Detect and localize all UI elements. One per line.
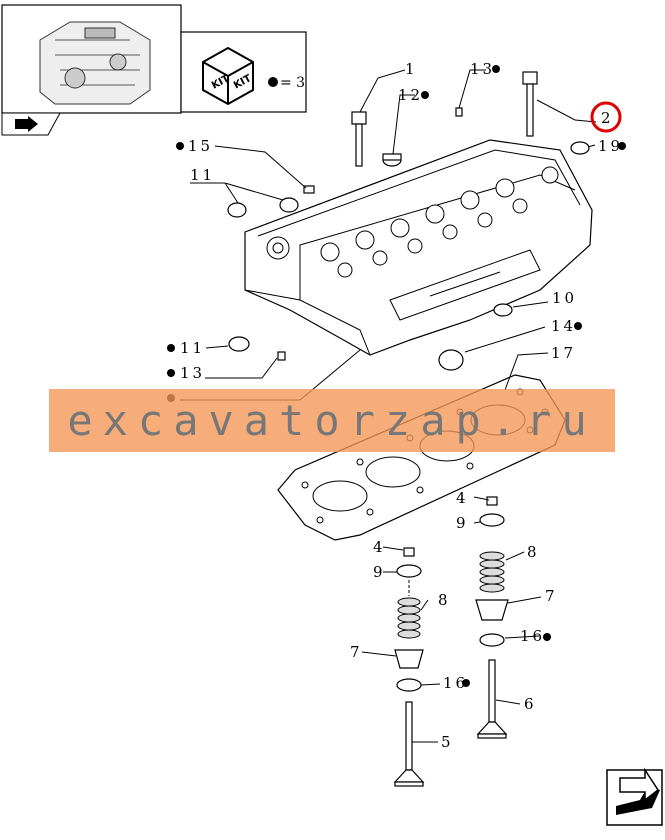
kit-bullet [268, 77, 278, 87]
kit-quantity: = 3 [280, 75, 305, 91]
callout-11-top: 11 [190, 166, 215, 184]
callout-8-left: 8 [438, 591, 451, 609]
callout-9-left: 9 [373, 563, 386, 581]
pin-13-top [455, 107, 463, 117]
navigation-arrow-icon [15, 116, 38, 132]
callout-5: 5 [441, 733, 454, 751]
cylinder-head [244, 139, 593, 356]
callout-16-right: 16 [520, 627, 545, 645]
seat-16-right [479, 633, 505, 647]
valve-6 [476, 659, 508, 739]
callout-6: 6 [524, 695, 537, 713]
valve-train-right [475, 496, 509, 739]
callout-dots [167, 65, 626, 687]
watermark-banner: excavatorzap.ru [49, 389, 615, 452]
callout-13-bottom: 13 [180, 364, 205, 382]
valve-spring-8-right [479, 551, 505, 593]
callout-16-left: 16 [443, 674, 468, 692]
next-page-button[interactable] [606, 767, 663, 826]
callout-8-right: 8 [527, 543, 540, 561]
engine-thumbnail-icon [39, 21, 151, 105]
callout-13-top: 13 [470, 60, 495, 78]
bushing-11-c [228, 336, 250, 352]
callout-11-bottom: 11 [180, 339, 205, 357]
seat-16-left [396, 678, 422, 692]
callout-17: 17 [551, 344, 576, 362]
callout-19: 19 [598, 137, 623, 155]
callout-15: 15 [188, 137, 213, 155]
callout-4-left: 4 [373, 538, 386, 556]
callout-2: 2 [601, 109, 614, 127]
valve-keeper-4-right [486, 496, 498, 506]
callout-10: 10 [552, 289, 577, 307]
highlight-circle-part-2 [590, 101, 622, 133]
callout-12: 12 [398, 86, 423, 104]
callout-9-right: 9 [456, 514, 469, 532]
ring-19 [570, 141, 590, 155]
callout-4-right: 4 [456, 489, 469, 507]
valve-5 [393, 701, 425, 787]
valve-spring-8-left [397, 597, 421, 639]
spring-retainer-9-left [396, 564, 422, 578]
spring-retainer-9-right [479, 513, 505, 527]
pin-15 [303, 185, 315, 194]
plug-14 [438, 349, 464, 371]
callout-7-left: 7 [350, 643, 363, 661]
valve-seal-7-left [394, 649, 424, 669]
watermark-text: excavatorzap.ru [67, 396, 597, 445]
callout-labels: 1 2 4 4 5 6 7 7 8 8 9 9 10 11 11 12 13 1… [180, 60, 623, 751]
callout-1: 1 [405, 60, 418, 78]
plug-12 [382, 153, 402, 167]
valve-keeper-4-left [403, 547, 415, 557]
head-bolt-1 [351, 111, 367, 167]
bushing-11-a [227, 202, 247, 218]
callout-14: 14 [551, 317, 576, 335]
engine-thumbnail[interactable] [1, 4, 182, 136]
valve-train-left [393, 547, 425, 787]
head-bolt-2 [522, 71, 538, 137]
valve-seal-7-right [475, 599, 509, 621]
next-page-arrow-icon [616, 767, 660, 815]
plug-10 [493, 303, 513, 317]
kit-box: KIT KIT = 3 [180, 31, 307, 113]
bushing-11-b [279, 197, 299, 213]
kit-icon: KIT KIT [202, 46, 254, 106]
callout-7-right: 7 [545, 587, 558, 605]
pin-13-low [277, 351, 286, 361]
